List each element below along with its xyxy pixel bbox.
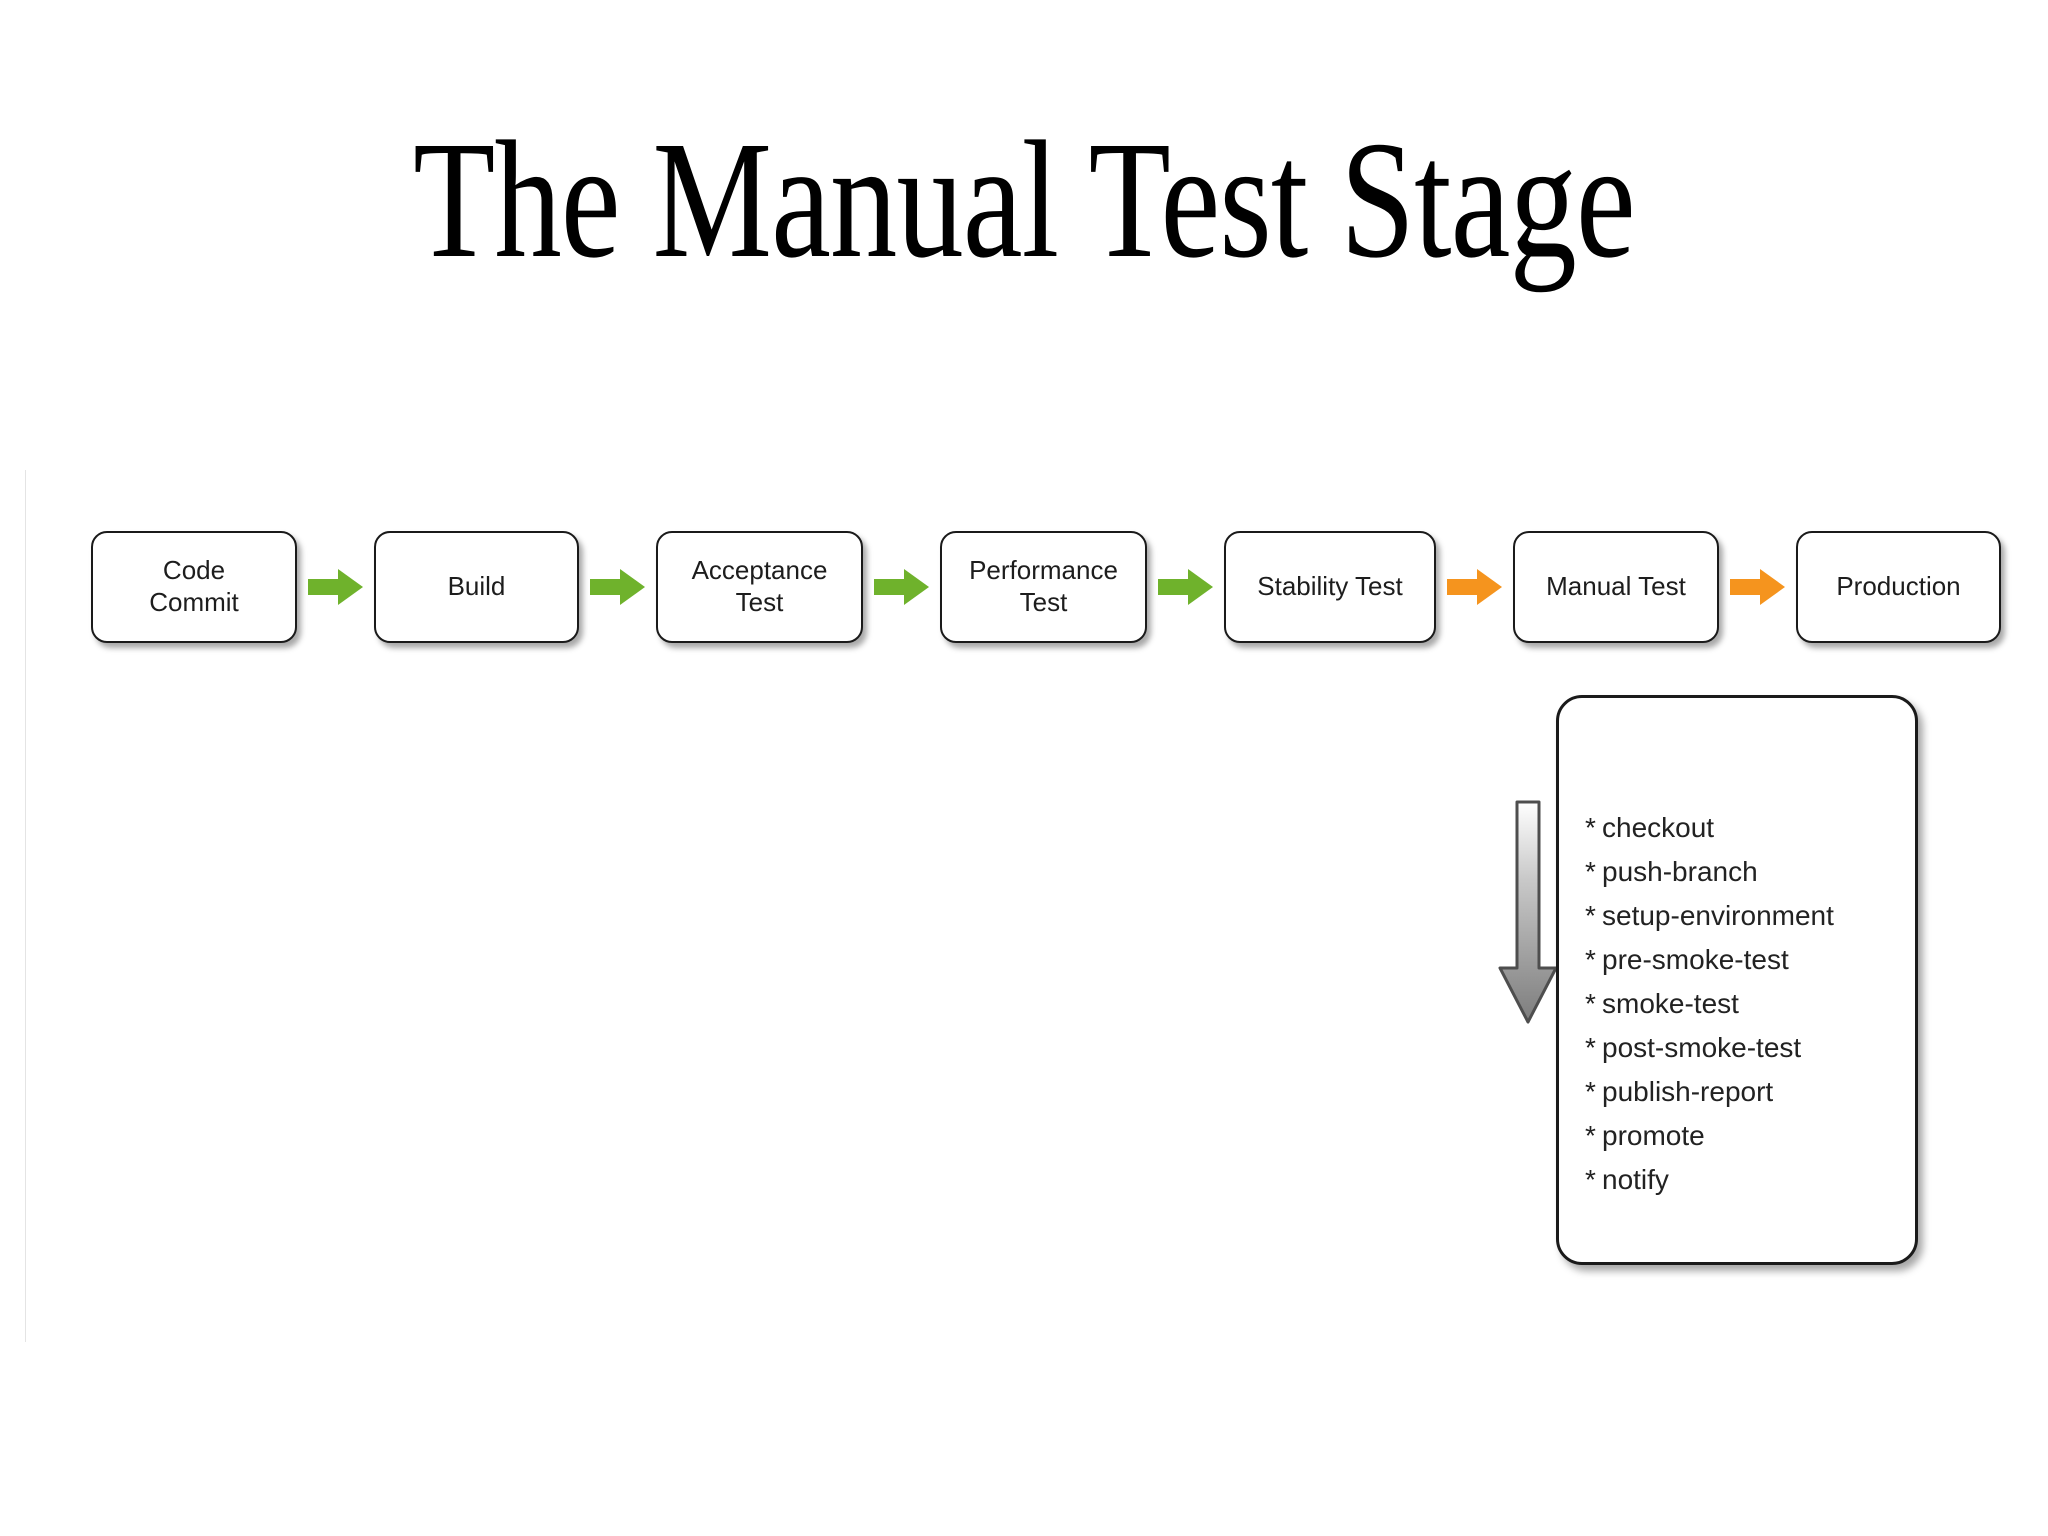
task-label: publish-report xyxy=(1602,1076,1774,1107)
arrow-shaft xyxy=(308,579,341,595)
arrow-head xyxy=(1188,569,1213,605)
deployment-pipeline: Code Commit Build Acceptance Test xyxy=(91,527,2001,647)
arrow-head xyxy=(904,569,929,605)
task-label: smoke-test xyxy=(1602,988,1739,1019)
flow-arrow-green-icon xyxy=(590,567,645,607)
pipeline-stage-performance-test[interactable]: Performance Test xyxy=(940,531,1147,643)
pipeline-stage-production[interactable]: Production xyxy=(1796,531,2001,643)
arrow-shaft xyxy=(590,579,623,595)
bullet-asterisk-icon: * xyxy=(1585,1120,1596,1151)
list-item[interactable]: * notify xyxy=(1585,1158,1903,1202)
task-label: notify xyxy=(1602,1164,1669,1195)
pipeline-stage-manual-test[interactable]: Manual Test xyxy=(1513,531,1719,643)
arrow-shaft xyxy=(1730,579,1763,595)
list-item[interactable]: * publish-report xyxy=(1585,1070,1903,1114)
manual-test-task-panel: * checkout * push-branch * setup-environ… xyxy=(1556,695,1918,1265)
stage-label: Stability Test xyxy=(1257,571,1403,602)
list-item[interactable]: * promote xyxy=(1585,1114,1903,1158)
task-label: checkout xyxy=(1602,812,1715,843)
arrow-head xyxy=(620,569,645,605)
arrow-head xyxy=(1760,569,1785,605)
pipeline-stage-stability-test[interactable]: Stability Test xyxy=(1224,531,1436,643)
flow-arrow-green-icon xyxy=(874,567,929,607)
bullet-asterisk-icon: * xyxy=(1585,812,1596,843)
task-label: promote xyxy=(1602,1120,1705,1151)
drill-down-arrow-icon xyxy=(1498,800,1558,1024)
diagram-canvas: Code Commit Build Acceptance Test xyxy=(25,470,2025,1342)
task-label: post-smoke-test xyxy=(1602,1032,1802,1063)
stage-label: Code Commit xyxy=(149,555,239,617)
flow-arrow-green-icon xyxy=(308,567,363,607)
bullet-asterisk-icon: * xyxy=(1585,944,1596,975)
task-list: * checkout * push-branch * setup-environ… xyxy=(1585,806,1903,1202)
stage-label: Production xyxy=(1836,571,1961,602)
task-label: setup-environment xyxy=(1602,900,1834,931)
list-item[interactable]: * post-smoke-test xyxy=(1585,1026,1903,1070)
stage-label: Performance Test xyxy=(969,555,1118,617)
list-item[interactable]: * pre-smoke-test xyxy=(1585,938,1903,982)
list-item[interactable]: * smoke-test xyxy=(1585,982,1903,1026)
bullet-asterisk-icon: * xyxy=(1585,1032,1596,1063)
task-label: push-branch xyxy=(1602,856,1758,887)
page-title: The Manual Test Stage xyxy=(413,107,1635,293)
pipeline-stage-acceptance-test[interactable]: Acceptance Test xyxy=(656,531,863,643)
stage-label: Build xyxy=(447,571,506,602)
arrow-shaft xyxy=(1447,579,1480,595)
pipeline-stage-code-commit[interactable]: Code Commit xyxy=(91,531,297,643)
arrow-head xyxy=(338,569,363,605)
list-item[interactable]: * setup-environment xyxy=(1585,894,1903,938)
flow-arrow-green-icon xyxy=(1158,567,1213,607)
flow-arrow-orange-icon xyxy=(1447,567,1502,607)
arrow-shaft xyxy=(1158,579,1191,595)
bullet-asterisk-icon: * xyxy=(1585,856,1596,887)
list-item[interactable]: * push-branch xyxy=(1585,850,1903,894)
stage-label: Acceptance Test xyxy=(691,555,828,617)
bullet-asterisk-icon: * xyxy=(1585,1076,1596,1107)
task-label: pre-smoke-test xyxy=(1602,944,1789,975)
bullet-asterisk-icon: * xyxy=(1585,900,1596,931)
arrow-head xyxy=(1477,569,1502,605)
stage-label: Manual Test xyxy=(1546,571,1686,602)
bullet-asterisk-icon: * xyxy=(1585,1164,1596,1195)
pipeline-stage-build[interactable]: Build xyxy=(374,531,579,643)
list-item[interactable]: * checkout xyxy=(1585,806,1903,850)
arrow-shaft xyxy=(874,579,907,595)
bullet-asterisk-icon: * xyxy=(1585,988,1596,1019)
flow-arrow-orange-icon xyxy=(1730,567,1785,607)
